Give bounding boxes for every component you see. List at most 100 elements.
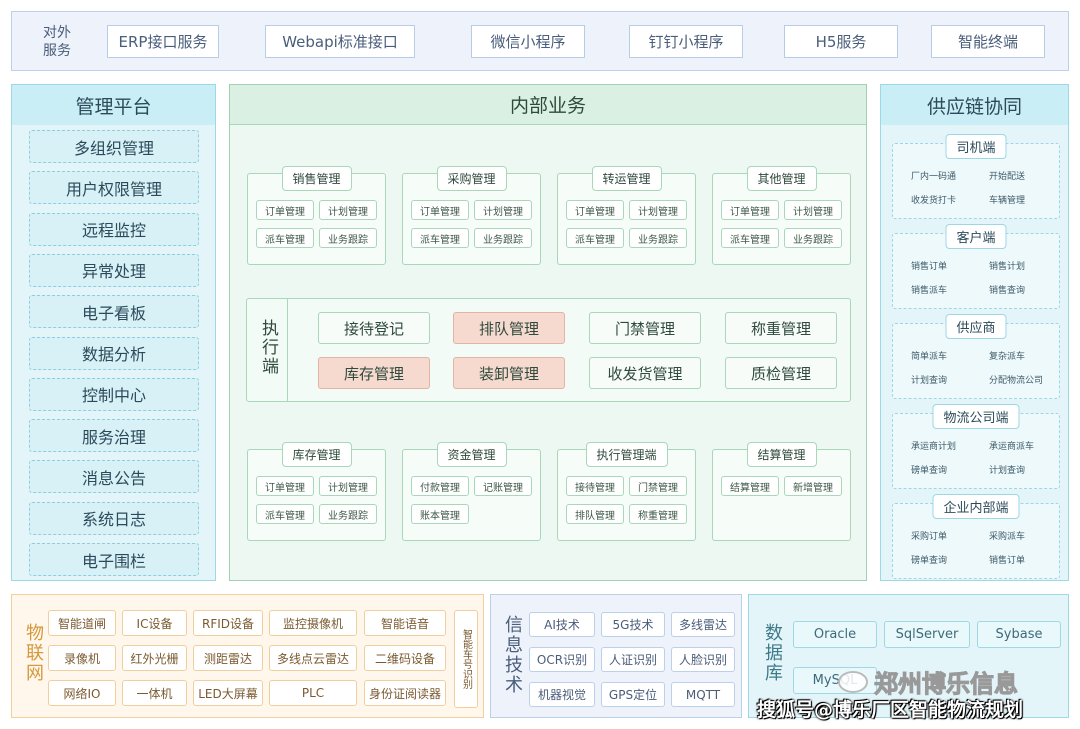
management-item[interactable]: 系统日志 <box>29 501 199 535</box>
iot-item[interactable]: 测距雷达 <box>193 645 263 671</box>
management-item[interactable]: 用户权限管理 <box>29 171 199 205</box>
exec-item[interactable]: 质检管理 <box>725 357 837 389</box>
external-item[interactable]: 智能终端 <box>931 25 1045 58</box>
module-item[interactable]: 计划管理 <box>784 200 842 220</box>
iot-item[interactable]: 智能道闸 <box>48 610 116 636</box>
exec-item[interactable]: 接待登记 <box>318 312 430 344</box>
external-item[interactable]: ERP接口服务 <box>107 25 219 58</box>
module-item[interactable]: 派车管理 <box>256 504 314 524</box>
management-item[interactable]: 消息公告 <box>29 460 199 494</box>
supply-group-item[interactable]: 简单派车 <box>911 352 948 362</box>
info-tech-item[interactable]: 多线雷达 <box>671 612 735 637</box>
module-item[interactable]: 计划管理 <box>629 200 687 220</box>
supply-group-item[interactable]: 车辆管理 <box>989 196 1026 206</box>
supply-group-item[interactable]: 计划查询 <box>911 376 948 386</box>
exec-item[interactable]: 装卸管理 <box>453 357 565 389</box>
module-item[interactable]: 业务跟踪 <box>319 504 377 524</box>
iot-item[interactable]: 二维码设备 <box>364 645 446 671</box>
supply-group-item[interactable]: 收发货打卡 <box>911 196 957 206</box>
iot-item[interactable]: 网络IO <box>48 680 116 706</box>
module-item[interactable]: 结算管理 <box>721 476 779 496</box>
management-item[interactable]: 服务治理 <box>29 419 199 453</box>
external-item[interactable]: 钉钉小程序 <box>629 25 743 58</box>
db-item[interactable]: Sybase <box>977 621 1061 648</box>
info-tech-item[interactable]: 机器视觉 <box>529 682 595 707</box>
db-item[interactable]: SqlServer <box>884 621 970 648</box>
exec-item[interactable]: 门禁管理 <box>589 312 701 344</box>
iot-item[interactable]: 智能语音 <box>364 610 446 636</box>
external-item[interactable]: Webapi标准接口 <box>265 25 415 58</box>
supply-group-item[interactable]: 承运商派车 <box>989 442 1035 452</box>
module-item[interactable]: 称重管理 <box>629 504 687 524</box>
supply-group-item[interactable]: 采购派车 <box>989 532 1026 542</box>
supply-group-item[interactable]: 开始配送 <box>989 172 1026 182</box>
supply-group-item[interactable]: 磅单查询 <box>911 466 948 476</box>
exec-item[interactable]: 库存管理 <box>318 357 430 389</box>
exec-item[interactable]: 收发货管理 <box>589 357 701 389</box>
module-item[interactable]: 业务跟踪 <box>629 228 687 248</box>
management-item[interactable]: 数据分析 <box>29 336 199 370</box>
supply-group-item[interactable]: 磅单查询 <box>911 556 948 566</box>
supply-group-item[interactable]: 销售订单 <box>911 262 948 272</box>
iot-vertical-item[interactable]: 智能车号识别 <box>454 610 478 708</box>
info-tech-item[interactable]: 人脸识别 <box>671 647 735 672</box>
module-item[interactable]: 业务跟踪 <box>474 228 532 248</box>
iot-item[interactable]: IC设备 <box>122 610 187 636</box>
module-item[interactable]: 排队管理 <box>566 504 624 524</box>
info-tech-item[interactable]: GPS定位 <box>601 682 665 707</box>
supply-group-item[interactable]: 分配物流公司 <box>989 376 1044 386</box>
iot-item[interactable]: 监控摄像机 <box>269 610 357 636</box>
module-item[interactable]: 门禁管理 <box>629 476 687 496</box>
iot-item[interactable]: 一体机 <box>122 680 187 706</box>
module-item[interactable]: 派车管理 <box>566 228 624 248</box>
supply-group-item[interactable]: 销售查询 <box>989 286 1026 296</box>
exec-item[interactable]: 排队管理 <box>453 312 565 344</box>
management-item[interactable]: 电子看板 <box>29 295 199 329</box>
supply-group-item[interactable]: 销售派车 <box>911 286 948 296</box>
module-item[interactable]: 计划管理 <box>474 200 532 220</box>
module-item[interactable]: 计划管理 <box>319 200 377 220</box>
management-item[interactable]: 控制中心 <box>29 377 199 411</box>
supply-group-item[interactable]: 复杂派车 <box>989 352 1026 362</box>
supply-group-item[interactable]: 厂内一码通 <box>911 172 957 182</box>
supply-group-item[interactable]: 承运商计划 <box>911 442 957 452</box>
supply-group-item[interactable]: 销售计划 <box>989 262 1026 272</box>
module-item[interactable]: 订单管理 <box>566 200 624 220</box>
iot-item[interactable]: 多线点云雷达 <box>269 645 357 671</box>
external-item[interactable]: 微信小程序 <box>471 25 585 58</box>
module-item[interactable]: 订单管理 <box>256 200 314 220</box>
module-item[interactable]: 接待管理 <box>566 476 624 496</box>
management-item[interactable]: 多组织管理 <box>29 130 199 163</box>
info-tech-item[interactable]: OCR识别 <box>529 647 595 672</box>
iot-item[interactable]: 身份证阅读器 <box>364 680 446 706</box>
module-item[interactable]: 计划管理 <box>319 476 377 496</box>
module-item[interactable]: 订单管理 <box>411 200 469 220</box>
supply-group-item[interactable]: 采购订单 <box>911 532 948 542</box>
management-item[interactable]: 异常处理 <box>29 253 199 287</box>
module-item[interactable]: 订单管理 <box>256 476 314 496</box>
info-tech-item[interactable]: MQTT <box>671 682 735 707</box>
module-item[interactable]: 派车管理 <box>721 228 779 248</box>
module-item[interactable]: 订单管理 <box>721 200 779 220</box>
module-item[interactable]: 付款管理 <box>411 476 469 496</box>
external-item[interactable]: H5服务 <box>784 25 898 58</box>
module-item[interactable]: 账本管理 <box>411 504 469 524</box>
iot-item[interactable]: 红外光栅 <box>122 645 187 671</box>
management-item[interactable]: 远程监控 <box>29 212 199 246</box>
info-tech-item[interactable]: 人证识别 <box>601 647 665 672</box>
info-tech-item[interactable]: 5G技术 <box>601 612 665 637</box>
module-item[interactable]: 派车管理 <box>256 228 314 248</box>
module-item[interactable]: 业务跟踪 <box>784 228 842 248</box>
iot-item[interactable]: 录像机 <box>48 645 116 671</box>
supply-group-item[interactable]: 计划查询 <box>989 466 1026 476</box>
module-item[interactable]: 派车管理 <box>411 228 469 248</box>
info-tech-item[interactable]: AI技术 <box>529 612 595 637</box>
module-item[interactable]: 记账管理 <box>474 476 532 496</box>
iot-item[interactable]: RFID设备 <box>193 610 263 636</box>
management-item[interactable]: 电子围栏 <box>29 543 199 576</box>
module-item[interactable]: 业务跟踪 <box>319 228 377 248</box>
supply-group-item[interactable]: 销售订单 <box>989 556 1026 566</box>
module-item[interactable]: 新增管理 <box>784 476 842 496</box>
iot-item[interactable]: PLC <box>269 680 357 706</box>
exec-item[interactable]: 称重管理 <box>725 312 837 344</box>
